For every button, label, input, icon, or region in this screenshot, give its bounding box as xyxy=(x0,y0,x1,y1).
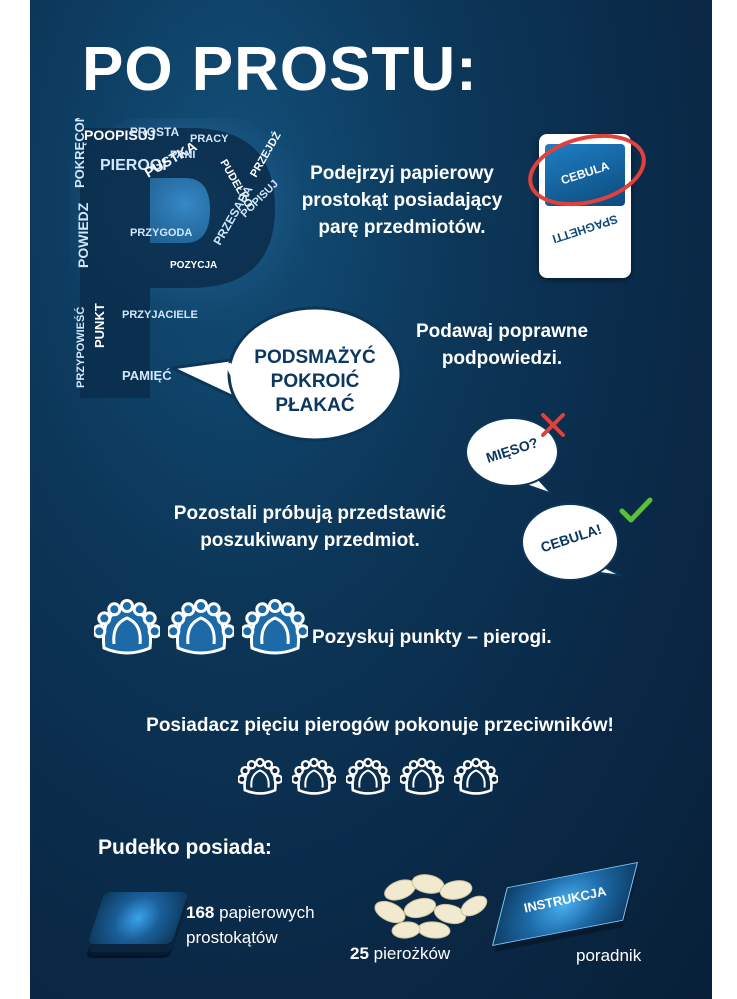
step4-text: Pozyskuj punkty – pierogi. xyxy=(312,627,552,648)
hint-bubble: PODSMAŻYĆ POKROIĆ PŁAKAĆ xyxy=(170,298,430,448)
logo-word: PRZYGODA xyxy=(130,227,192,239)
cross-icon xyxy=(541,413,565,437)
red-circle-mark xyxy=(528,133,646,207)
pierogi-row-large xyxy=(94,596,324,668)
logo-word: PIEROGI xyxy=(100,157,167,174)
pierogi-row-small xyxy=(238,756,508,804)
check-icon xyxy=(619,497,653,523)
pierogi-info: 25 pierożków xyxy=(350,944,450,964)
logo-word: PRACY xyxy=(190,133,229,145)
pierog-icon xyxy=(400,756,444,804)
manual-image: INSTRUKCJA xyxy=(491,861,642,952)
hint-bubble-shape xyxy=(170,306,403,442)
right-guess-bubble: CEBULA! xyxy=(500,492,660,592)
logo-word: PROSTA xyxy=(130,125,179,139)
logo-word: POKRĘCONE xyxy=(72,118,87,188)
logo-word: PRZYPOWIEŚĆ xyxy=(74,307,87,388)
cards-label-1: papierowych xyxy=(219,903,315,922)
pierog-icon xyxy=(454,756,498,804)
hint-bubble-text: PODSMAŻYĆ POKROIĆ PŁAKAĆ xyxy=(254,347,376,416)
logo-word: POOPISUJ xyxy=(84,127,156,143)
pierog-icon xyxy=(346,756,390,804)
step1-text: Podejrzyj papierowy prostokąt posiadając… xyxy=(301,163,503,238)
contents-heading: Pudełko posiada: xyxy=(98,836,272,859)
pierog-icon xyxy=(238,756,282,804)
wrong-guess-bubble-shape xyxy=(465,417,559,495)
wrong-guess-bubble: MIĘSO? xyxy=(440,410,590,500)
logo-word: PRZYJACIELE xyxy=(122,309,198,321)
card-illustration: CEBULA SPAGHETTI xyxy=(515,120,655,280)
step3-text: Pozostali próbują przedstawić poszukiwan… xyxy=(173,503,447,551)
pierogi-label: pierożków xyxy=(373,944,451,963)
right-guess-bubble-shape xyxy=(521,503,623,581)
logo-word: PAMIĘĆ xyxy=(122,368,172,383)
step5-text: Posiadacz pięciu pierogów pokonuje przec… xyxy=(146,715,614,736)
logo-word: PUNKT xyxy=(92,303,107,348)
pierog-icon xyxy=(242,596,308,668)
logo-word: POZYCJA xyxy=(170,260,217,271)
logo-word: PANI xyxy=(170,149,195,161)
cards-count: 168 xyxy=(186,903,215,922)
card: CEBULA SPAGHETTI xyxy=(539,134,631,278)
cards-label-2: prostokątów xyxy=(186,928,278,947)
card-deck-image xyxy=(87,888,189,954)
pierog-icon xyxy=(94,596,160,668)
step2-text: Podawaj poprawne podpowiedzi. xyxy=(415,321,589,369)
logo-word: POWIEDZ xyxy=(75,202,91,268)
pierog-icon xyxy=(168,596,234,668)
manual-label: poradnik xyxy=(576,946,642,965)
pierogi-pile-svg xyxy=(374,874,488,939)
cards-info: 168 papierowych prostokątów xyxy=(186,900,315,950)
pierogi-count: 25 xyxy=(350,944,369,963)
pierogi-pile-image xyxy=(370,868,490,940)
page-title: PO PROSTU: xyxy=(82,35,478,104)
pierog-icon xyxy=(292,756,336,804)
